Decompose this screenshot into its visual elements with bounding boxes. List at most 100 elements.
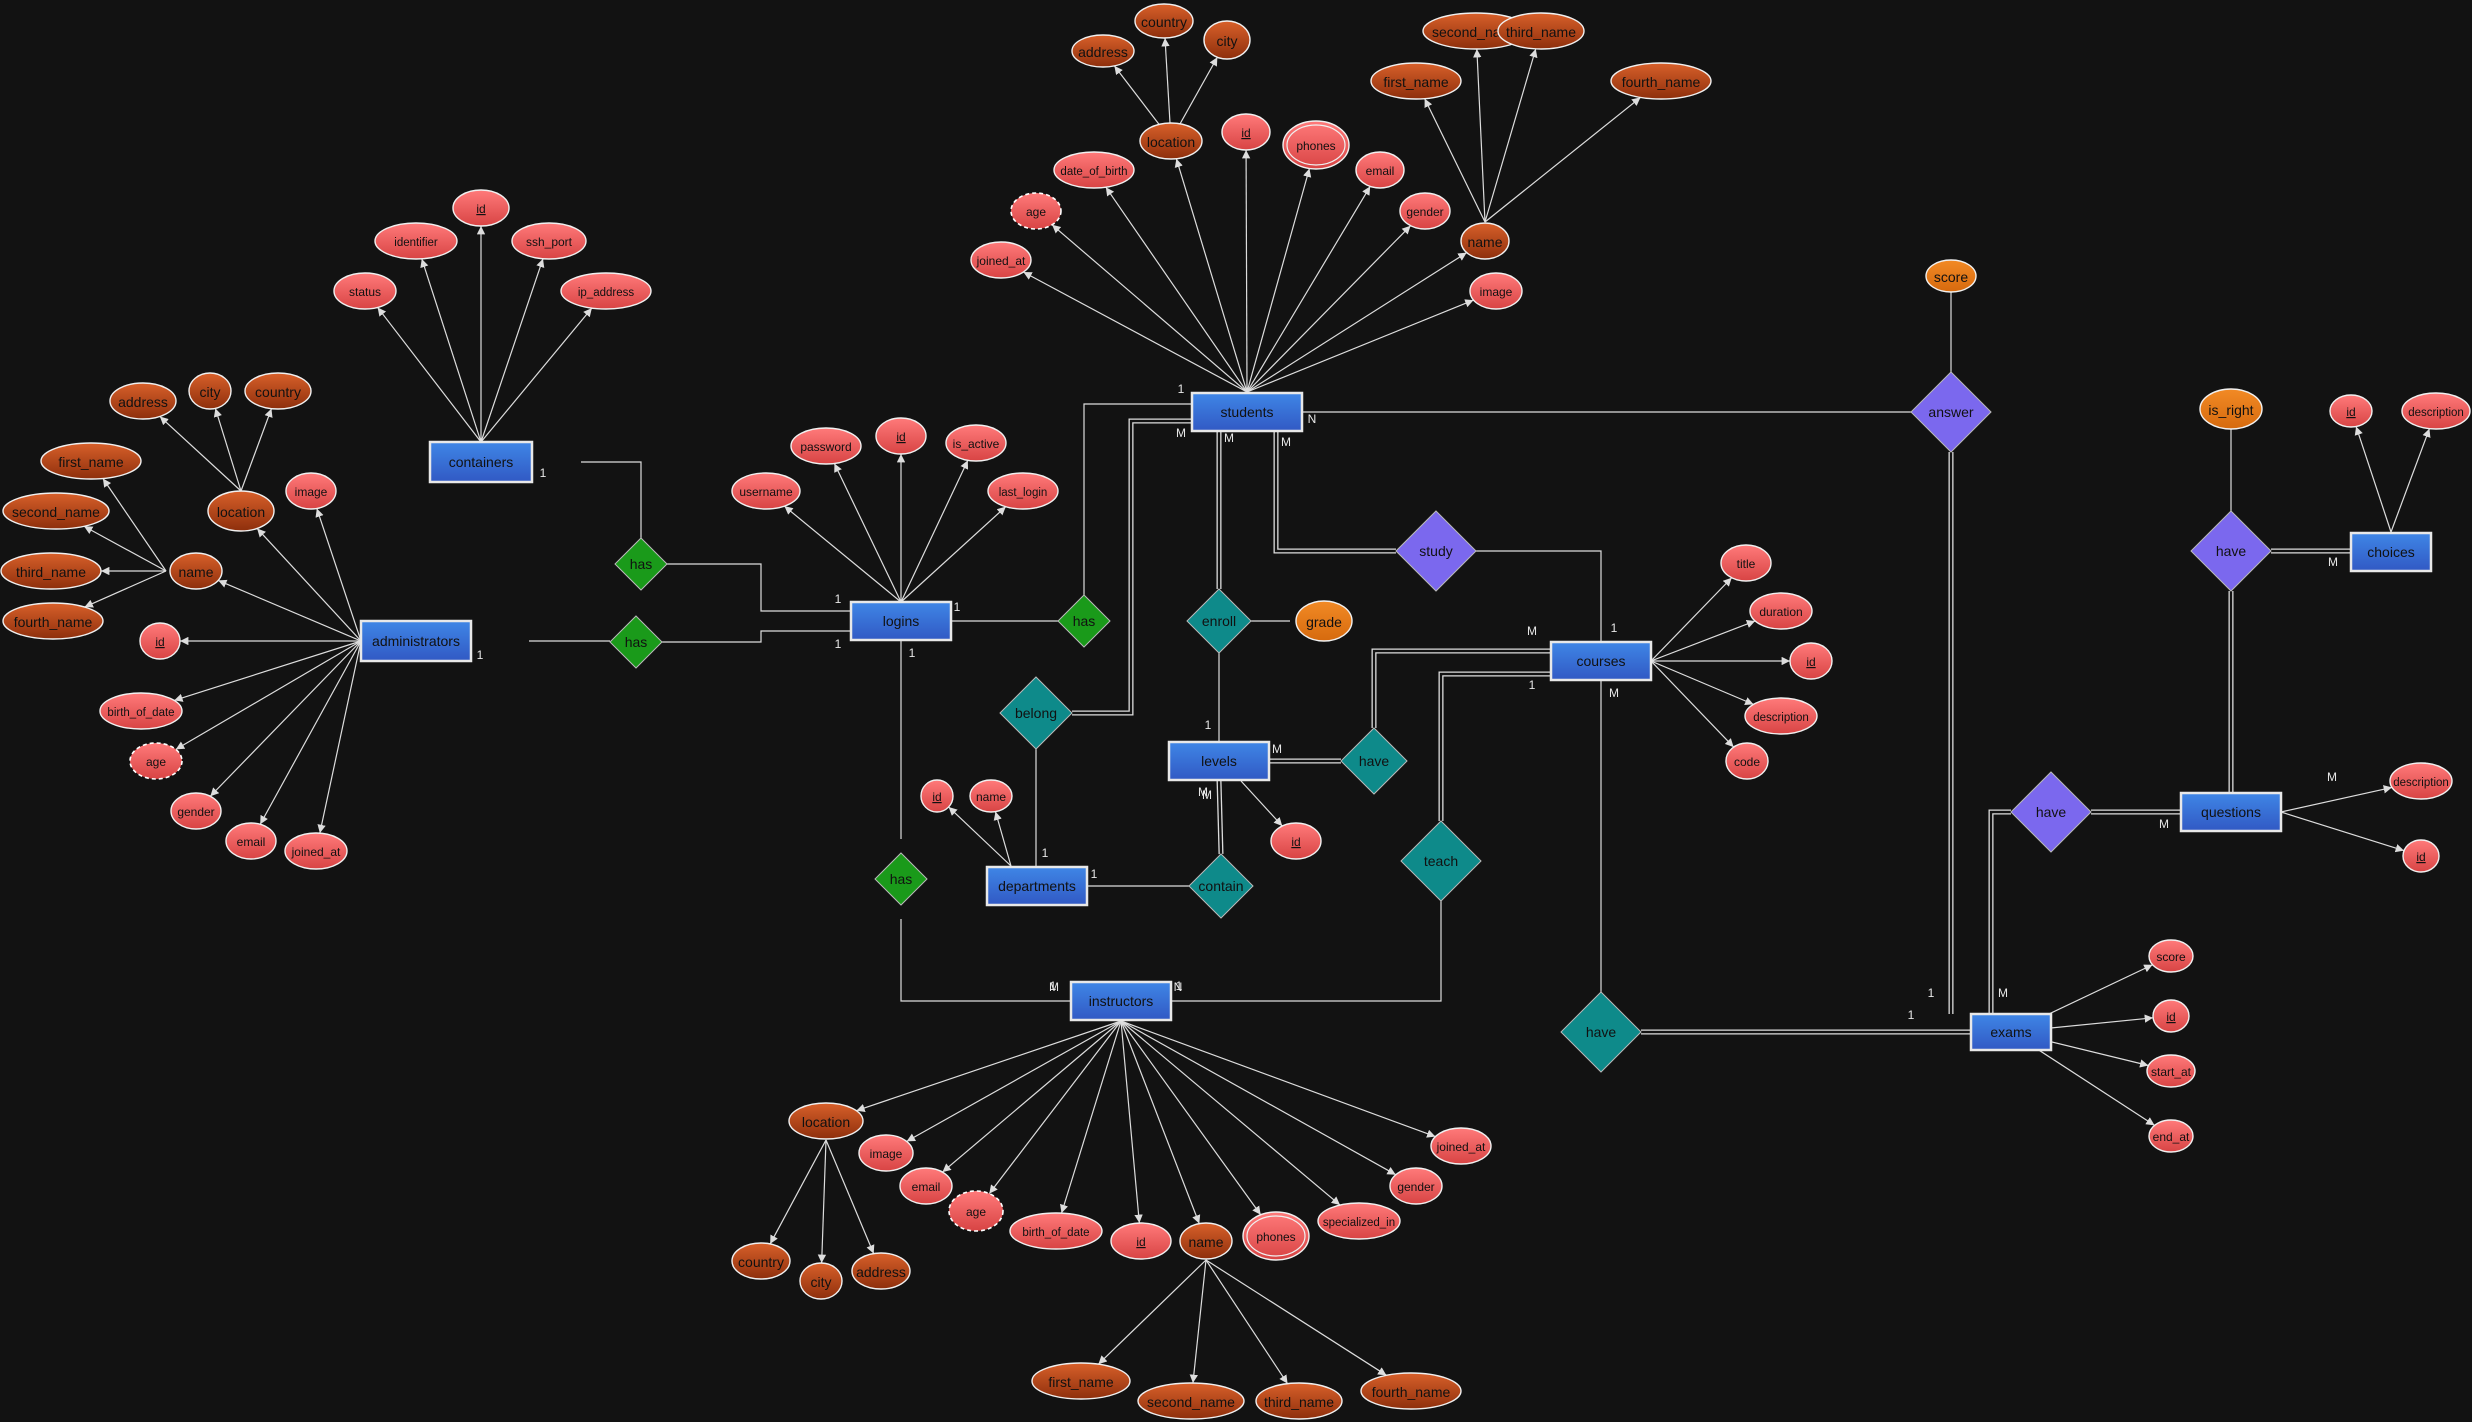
attribute-city[interactable]: city [799,1262,843,1300]
attribute-birth_of_date[interactable]: birth_of_date [1009,1212,1103,1250]
attribute-duration[interactable]: duration [1749,592,1813,630]
attribute-specialized_in[interactable]: specialized_in [1317,1202,1401,1240]
attribute-address[interactable]: address [1071,34,1135,68]
attribute-ip_address[interactable]: ip_address [560,272,652,310]
attribute-identifier[interactable]: identifier [374,222,458,260]
entity-administrators[interactable]: administrators [359,619,473,663]
attribute-city[interactable]: city [188,372,232,410]
entity-courses[interactable]: courses [1549,640,1653,682]
relationship-r_teach[interactable]: teach [1400,820,1482,902]
attribute-title[interactable]: title [1720,544,1772,582]
attribute-fourth_name[interactable]: fourth_name [1610,62,1712,100]
attribute-code[interactable]: code [1725,742,1769,780]
attribute-age[interactable]: age [948,1190,1004,1232]
attribute-first_name[interactable]: first_name [40,442,142,480]
entity-instructors[interactable]: instructors [1069,980,1173,1022]
attribute-location[interactable]: location [788,1102,864,1140]
entity-choices[interactable]: choices [2349,531,2433,573]
attribute-birth_of_date[interactable]: birth_of_date [99,692,183,730]
relationship-r_have_qc[interactable]: have [2190,510,2272,592]
relationship-r_contain[interactable]: contain [1188,853,1254,919]
attribute-status[interactable]: status [333,272,397,310]
attribute-is_right[interactable]: is_right [2199,388,2263,430]
attribute-name[interactable]: name [1179,1222,1233,1260]
relationship-r_have_eq[interactable]: have [2010,771,2092,853]
relationship-r_have_ce[interactable]: have [1560,991,1642,1073]
attribute-joined_at[interactable]: joined_at [284,832,348,870]
relationship-r_has_cont[interactable]: has [614,537,668,591]
attribute-description[interactable]: description [2401,392,2471,430]
attribute-image[interactable]: image [858,1134,914,1172]
attribute-joined_at[interactable]: joined_at [970,241,1032,279]
attribute-image[interactable]: image [1469,272,1523,310]
attribute-country[interactable]: country [1134,3,1194,39]
entity-departments[interactable]: departments [985,865,1089,907]
attribute-image[interactable]: image [285,472,337,510]
attribute-email[interactable]: email [1355,151,1405,189]
attribute-password[interactable]: password [790,427,862,465]
attribute-score[interactable]: score [1925,259,1977,293]
entity-questions[interactable]: questions [2179,791,2283,833]
attribute-second_name[interactable]: second_name [1137,1382,1245,1420]
attribute-name[interactable]: name [969,779,1013,813]
attribute-address[interactable]: address [851,1252,911,1290]
attribute-email[interactable]: email [225,822,277,860]
attribute-grade[interactable]: grade [1295,600,1353,642]
attribute-description[interactable]: description [2389,762,2453,800]
attribute-name[interactable]: name [1460,222,1510,260]
attribute-fourth_name[interactable]: fourth_name [2,602,104,640]
attribute-email[interactable]: email [899,1167,953,1205]
attribute-id[interactable]: id [1110,1222,1172,1260]
attribute-city[interactable]: city [1203,20,1251,60]
attribute-id[interactable]: id [1789,642,1833,680]
attribute-id[interactable]: id [920,779,954,813]
entity-logins[interactable]: logins [849,600,953,642]
attribute-gender[interactable]: gender [170,792,222,830]
attribute-score[interactable]: score [2148,939,2194,973]
relationship-r_have_lc[interactable]: have [1340,727,1408,795]
attribute-country[interactable]: country [731,1242,791,1280]
entity-exams[interactable]: exams [1969,1012,2053,1052]
relationship-r_belong[interactable]: belong [999,676,1073,750]
relationship-r_answer[interactable]: answer [1910,371,1992,453]
attribute-address[interactable]: address [109,382,177,420]
attribute-id[interactable]: id [139,622,181,660]
attribute-third_name[interactable]: third_name [0,552,102,590]
attribute-date_of_birth[interactable]: date_of_birth [1053,151,1135,189]
attribute-gender[interactable]: gender [1399,192,1451,230]
attribute-age[interactable]: age [1010,192,1062,230]
attribute-gender[interactable]: gender [1389,1167,1443,1205]
attribute-age[interactable]: age [129,742,183,780]
relationship-r_study[interactable]: study [1395,510,1477,592]
attribute-is_active[interactable]: is_active [945,424,1007,462]
attribute-location[interactable]: location [207,490,275,532]
attribute-country[interactable]: country [244,372,312,410]
relationship-r_has_inst[interactable]: has [874,852,928,906]
attribute-id[interactable]: id [1221,113,1271,151]
attribute-phones[interactable]: phones [1282,120,1350,170]
entity-levels[interactable]: levels [1167,740,1271,782]
attribute-id[interactable]: id [2329,394,2373,428]
attribute-ssh_port[interactable]: ssh_port [511,222,587,260]
attribute-first_name[interactable]: first_name [1370,62,1462,100]
attribute-id[interactable]: id [2402,839,2440,873]
attribute-location[interactable]: location [1139,122,1203,160]
attribute-third_name[interactable]: third_name [1497,12,1585,50]
attribute-id[interactable]: id [1270,822,1322,860]
attribute-id[interactable]: id [2152,999,2190,1033]
attribute-third_name[interactable]: third_name [1255,1382,1343,1420]
attribute-first_name[interactable]: first_name [1031,1362,1131,1400]
attribute-end_at[interactable]: end_at [2148,1119,2194,1153]
entity-containers[interactable]: containers [428,440,534,484]
attribute-username[interactable]: username [731,472,801,510]
attribute-description[interactable]: description [1744,697,1818,735]
attribute-id[interactable]: id [875,417,927,455]
attribute-phones[interactable]: phones [1242,1211,1310,1261]
attribute-id[interactable]: id [452,189,510,227]
attribute-name[interactable]: name [169,552,223,590]
attribute-joined_at[interactable]: joined_at [1430,1127,1492,1165]
attribute-last_login[interactable]: last_login [987,472,1059,510]
entity-students[interactable]: students [1190,391,1304,433]
relationship-r_has_stud[interactable]: has [1057,594,1111,648]
relationship-r_has_admin[interactable]: has [609,615,663,669]
